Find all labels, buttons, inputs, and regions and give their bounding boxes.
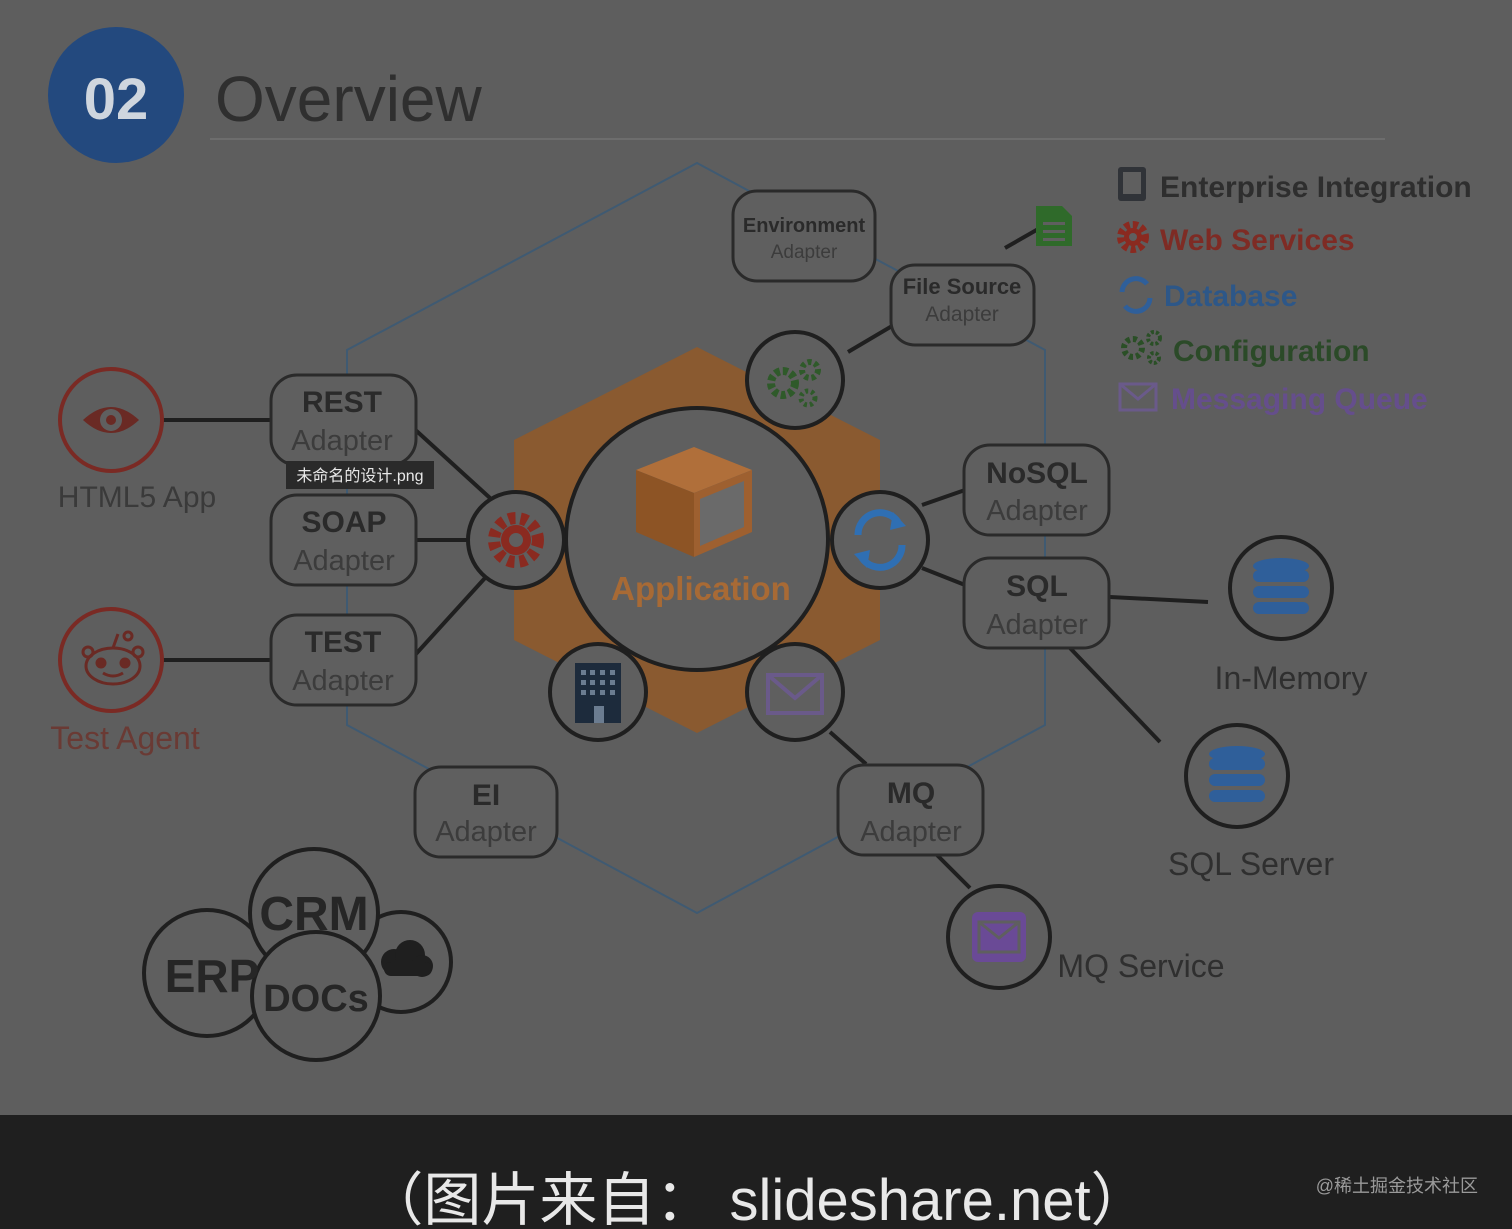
sql-adapter-sub: Adapter <box>986 609 1088 641</box>
environment-adapter: Environment Adapter <box>731 189 877 283</box>
sql-adapter: SQL Adapter <box>962 556 1111 650</box>
soap-adapter: SOAP Adapter <box>269 493 418 587</box>
legend-item-configuration: Configuration <box>1121 330 1370 368</box>
gear-icon <box>488 512 544 568</box>
image-source-caption: （图片来自： slideshare.net） <box>365 1168 1148 1229</box>
configuration-node <box>745 330 845 430</box>
gears-icon <box>767 359 821 408</box>
environment-adapter-name: Environment <box>743 215 866 237</box>
nosql-adapter: NoSQL Adapter <box>962 443 1111 537</box>
connector-lines <box>162 226 1209 890</box>
external-systems-cluster: CRM ERP DOCs <box>142 847 453 1062</box>
database-icon <box>1253 558 1309 614</box>
test-agent-node: Test Agent <box>50 607 200 756</box>
web-services-node <box>466 490 566 590</box>
refresh-icon <box>1119 276 1153 314</box>
slide-number: 02 <box>84 67 149 132</box>
rest-adapter-sub: Adapter <box>291 425 393 457</box>
legend-label-configuration: Configuration <box>1173 335 1370 368</box>
gears-icon <box>1121 330 1162 365</box>
sql-server-label: SQL Server <box>1168 846 1334 882</box>
slide-title: Overview <box>215 63 483 135</box>
html5-app-node: HTML5 App <box>58 367 216 514</box>
filename-tooltip: 未命名的设计.png <box>286 461 434 489</box>
application-label: Application <box>611 570 791 607</box>
legend-label-enterprise-integration: Enterprise Integration <box>1160 171 1472 204</box>
environment-adapter-sub: Adapter <box>771 242 838 263</box>
legend-item-enterprise-integration: Enterprise Integration <box>1118 167 1472 204</box>
slide-number-badge <box>48 27 184 163</box>
legend-label-messaging-queue: Messaging Queue <box>1171 383 1428 416</box>
mq-adapter-sub: Adapter <box>860 816 962 848</box>
crm-label: CRM <box>259 888 368 941</box>
file-icon <box>1036 206 1072 246</box>
enterprise-integration-node <box>548 642 648 742</box>
eye-icon <box>83 407 139 433</box>
legend-item-web-services: Web Services <box>1117 221 1355 257</box>
soap-adapter-sub: Adapter <box>293 545 395 577</box>
soap-adapter-name: SOAP <box>301 506 386 539</box>
database-icon <box>1209 746 1265 802</box>
file-source-adapter-sub: Adapter <box>925 303 999 326</box>
nosql-adapter-sub: Adapter <box>986 495 1088 527</box>
cloud-icon <box>381 940 433 977</box>
legend-label-web-services: Web Services <box>1160 224 1355 257</box>
rest-adapter: REST Adapter <box>269 373 418 467</box>
html5-app-label: HTML5 App <box>58 481 216 514</box>
mq-adapter-name: MQ <box>887 777 935 810</box>
robot-icon <box>81 630 145 686</box>
watermark: @稀土掘金技术社区 <box>1316 1176 1478 1196</box>
gear-icon <box>1117 221 1149 253</box>
mq-service-node: MQ Service <box>946 884 1225 990</box>
test-adapter-name: TEST <box>305 626 382 659</box>
legend-item-database: Database <box>1119 276 1297 314</box>
mq-adapter: MQ Adapter <box>836 763 985 857</box>
rest-adapter-name: REST <box>302 386 382 419</box>
legend-item-messaging-queue: Messaging Queue <box>1118 382 1428 416</box>
test-agent-label: Test Agent <box>50 720 200 756</box>
ei-adapter-sub: Adapter <box>435 816 537 848</box>
test-adapter-sub: Adapter <box>292 665 394 697</box>
outer-hexagon <box>346 161 1046 915</box>
envelope-icon <box>766 673 824 715</box>
box-icon <box>636 447 752 557</box>
sql-server-node: SQL Server <box>1168 723 1334 882</box>
legend-label-database: Database <box>1164 280 1297 313</box>
filename-tooltip-text: 未命名的设计.png <box>296 467 423 485</box>
sql-adapter-name: SQL <box>1006 570 1068 603</box>
ei-adapter: EI Adapter <box>413 765 559 859</box>
envelope-icon <box>1118 382 1158 412</box>
in-memory-node: In-Memory <box>1215 535 1368 696</box>
ei-adapter-name: EI <box>472 779 500 812</box>
legend: Enterprise Integration Web Services Data… <box>1117 167 1472 416</box>
caption-bar <box>0 1115 1512 1229</box>
file-source-adapter-name: File Source <box>903 274 1022 299</box>
test-adapter: TEST Adapter <box>269 613 418 707</box>
in-memory-label: In-Memory <box>1215 660 1368 696</box>
mq-service-label: MQ Service <box>1057 948 1224 984</box>
database-node <box>830 490 930 590</box>
erp-label: ERP <box>165 950 260 1002</box>
messaging-node <box>745 642 845 742</box>
nosql-adapter-name: NoSQL <box>986 457 1088 490</box>
file-source-adapter: File Source Adapter <box>889 263 1036 347</box>
docs-label: DOCs <box>263 978 369 1020</box>
